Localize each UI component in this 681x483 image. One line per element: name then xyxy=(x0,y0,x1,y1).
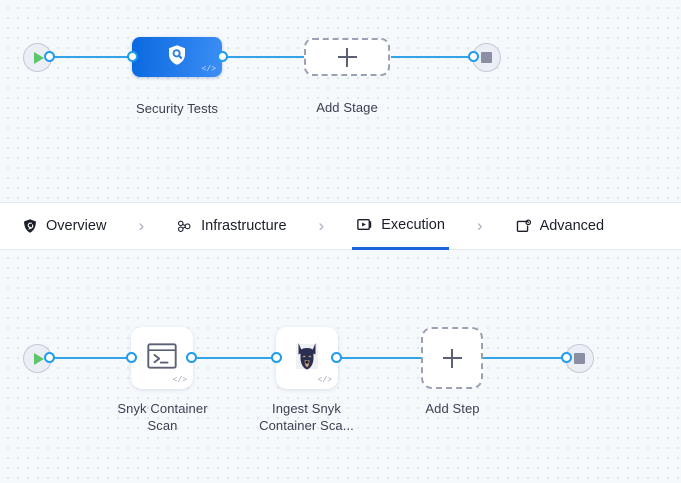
shield-badge-icon xyxy=(22,218,38,234)
step-label-ingest-snyk-container-scan: Ingest Snyk Container Sca... xyxy=(239,400,374,434)
step-canvas[interactable]: </> Snyk Container Scan </> Ingest Snyk … xyxy=(0,250,681,483)
stage-node-security-tests[interactable]: </> xyxy=(132,37,222,77)
play-icon xyxy=(34,51,44,64)
edge-add-step-to-end xyxy=(483,357,569,359)
play-rect-icon xyxy=(356,216,373,233)
tab-execution[interactable]: Execution xyxy=(352,203,449,250)
security-tests-input-port[interactable] xyxy=(127,51,138,62)
add-stage-label: Add Stage xyxy=(316,100,378,115)
step-label-line-2: Scan xyxy=(147,418,178,433)
step-label-line-1: Ingest Snyk xyxy=(271,401,342,416)
step-node-ingest-snyk-container-scan[interactable]: </> xyxy=(276,327,338,389)
end-node-input-port[interactable] xyxy=(468,51,479,62)
tab-label-infrastructure: Infrastructure xyxy=(201,218,287,234)
tab-separator-3: › xyxy=(476,215,483,235)
step-label-line-2: Container Sca... xyxy=(259,418,354,433)
plus-icon xyxy=(337,47,357,67)
security-tests-output-port[interactable] xyxy=(217,51,228,62)
play-icon xyxy=(34,352,44,365)
snyk-doberman-icon xyxy=(292,340,322,377)
code-badge-icon: </> xyxy=(172,376,187,385)
stop-icon xyxy=(574,353,585,364)
edge-start-to-security-tests xyxy=(48,56,134,58)
stop-icon xyxy=(481,52,492,63)
tab-label-overview: Overview xyxy=(46,218,107,234)
step-node-snyk-container-scan[interactable]: </> xyxy=(131,327,193,389)
step-label-snyk-container-scan: Snyk Container Scan xyxy=(95,400,230,434)
terminal-icon xyxy=(147,342,177,374)
edge-snyk-scan-to-ingest xyxy=(191,357,279,359)
tab-separator-2: › xyxy=(318,215,325,235)
tab-label-advanced: Advanced xyxy=(539,218,605,234)
shield-search-icon xyxy=(165,43,189,72)
stage-canvas[interactable]: </> Security Tests Add Stage xyxy=(0,0,681,202)
bracket-gear-icon xyxy=(515,218,532,235)
add-step-button[interactable] xyxy=(421,327,483,389)
step-end-input-port[interactable] xyxy=(561,352,572,363)
plus-icon xyxy=(442,348,462,368)
snyk-container-scan-output-port[interactable] xyxy=(186,352,197,363)
step-start-output-port[interactable] xyxy=(44,352,55,363)
tab-label-execution: Execution xyxy=(381,216,445,233)
start-node-output-port[interactable] xyxy=(44,51,55,62)
code-badge-icon: </> xyxy=(201,65,216,74)
step-label-line-1: Snyk Container xyxy=(117,401,208,416)
stage-node-label-security-tests: Security Tests xyxy=(135,101,219,116)
ingest-snyk-output-port[interactable] xyxy=(331,352,342,363)
edge-ingest-to-add-step xyxy=(336,357,421,359)
add-stage-button[interactable] xyxy=(304,38,390,76)
edge-security-tests-to-add-stage xyxy=(222,56,306,58)
tab-infrastructure[interactable]: Infrastructure xyxy=(172,203,290,250)
ingest-snyk-input-port[interactable] xyxy=(271,352,282,363)
pipeline-tab-bar: Overview › Infrastructure › Execution › xyxy=(0,202,681,250)
edge-start-to-snyk-container-scan xyxy=(48,357,134,359)
tab-advanced[interactable]: Advanced xyxy=(511,203,609,250)
edge-add-stage-to-end xyxy=(391,56,475,58)
nodes-cluster-icon xyxy=(176,218,193,235)
code-badge-icon: </> xyxy=(317,376,332,385)
tab-overview[interactable]: Overview xyxy=(18,203,110,250)
tab-separator-1: › xyxy=(138,215,145,235)
add-step-label: Add Step xyxy=(425,401,480,416)
snyk-container-scan-input-port[interactable] xyxy=(126,352,137,363)
